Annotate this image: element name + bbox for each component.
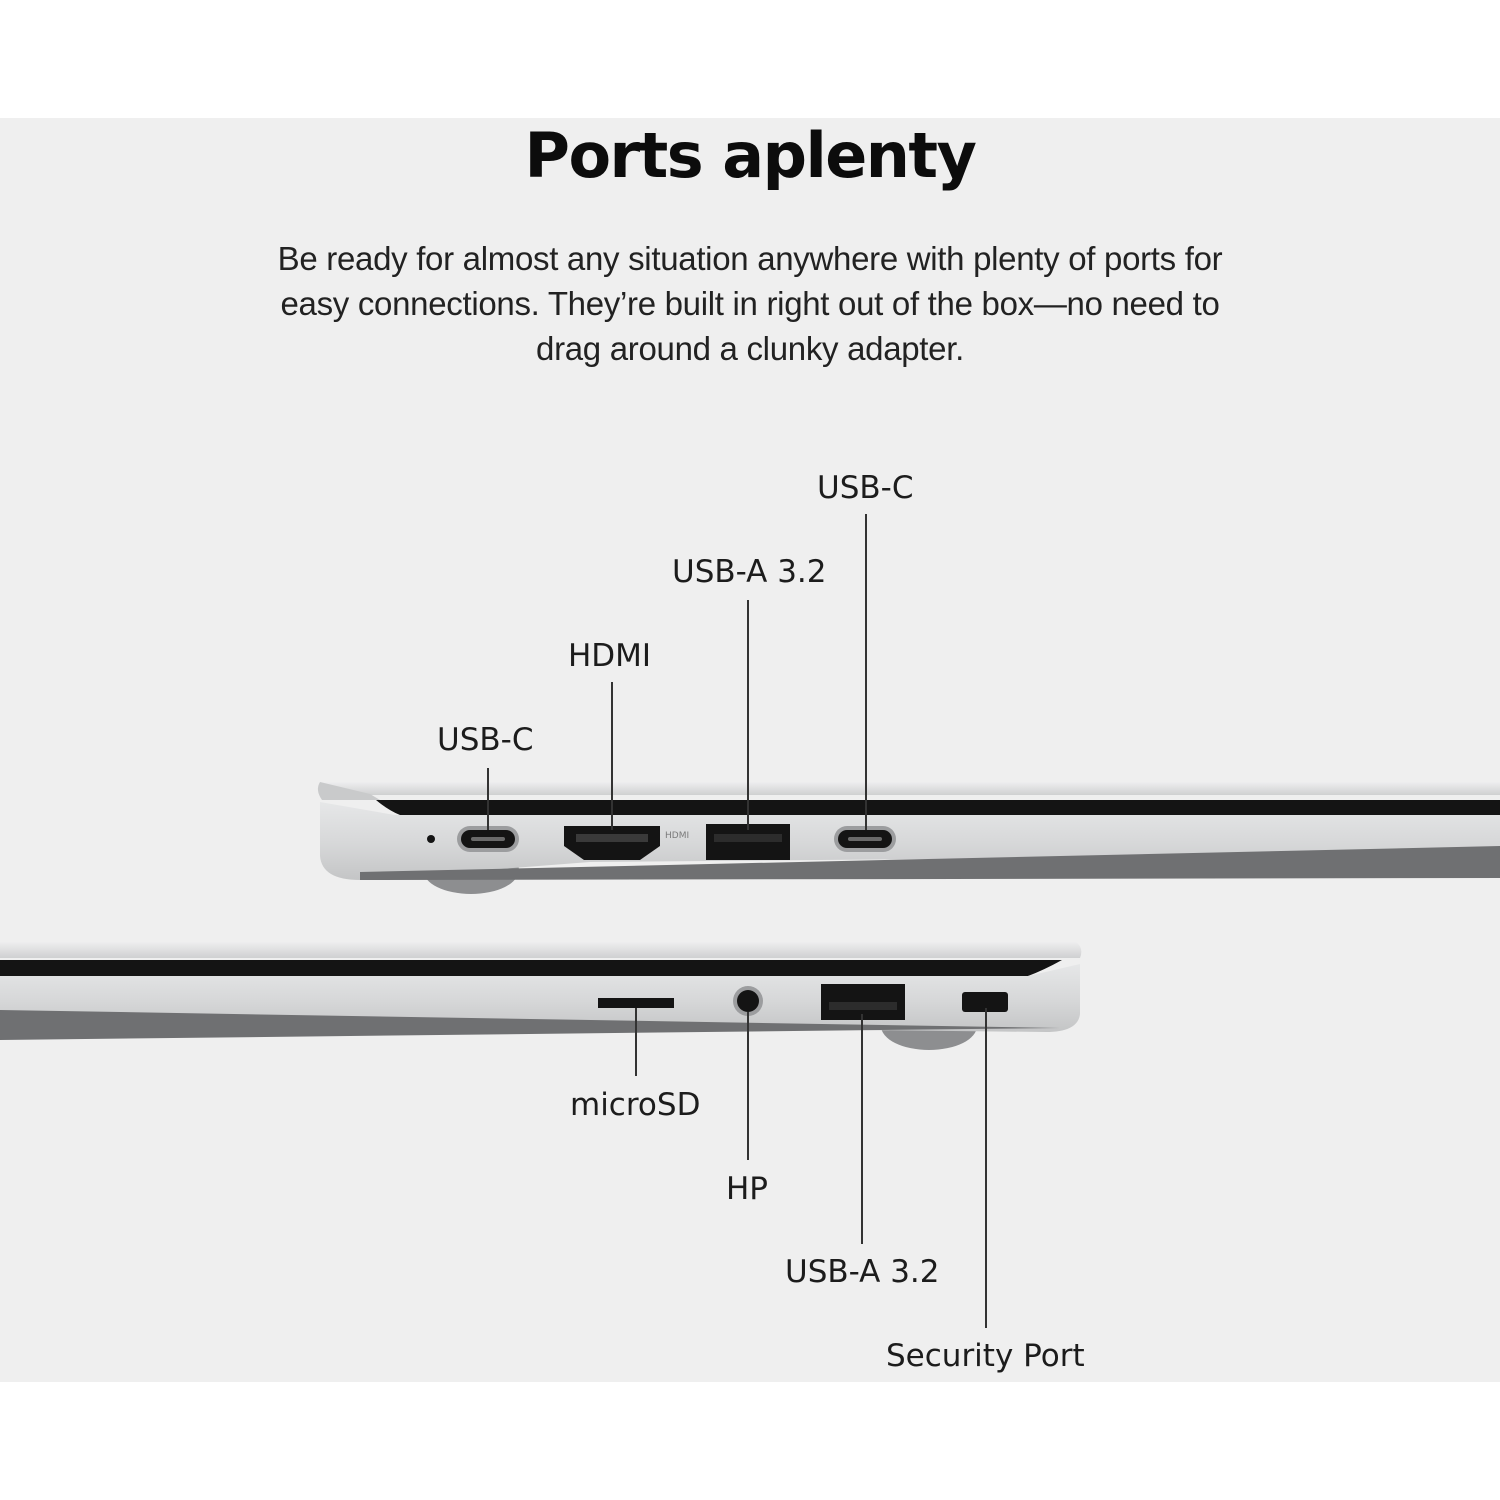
label-usb-c-left: USB-C [437,722,534,758]
headphone-jack [737,990,759,1012]
label-microsd: microSD [570,1087,701,1123]
laptop-right-side [0,942,1082,1328]
label-headphone: HP [726,1171,769,1207]
screen-gap [0,960,1062,976]
laptop-left-side: HDMI [317,514,1500,894]
hdmi-engraving: HDMI [665,831,689,841]
label-security-port: Security Port [886,1338,1085,1374]
base-shadow [360,846,1500,880]
label-usb-a-left: USB-A 3.2 [672,554,827,590]
status-led [427,835,435,843]
ports-banner: Ports aplenty Be ready for almost any si… [0,118,1500,1382]
security-slot [962,992,1008,1012]
base-shadow [0,1010,1060,1040]
laptop-side-views: HDMI [0,514,1500,1328]
label-hdmi: HDMI [568,638,652,674]
label-usb-a-right: USB-A 3.2 [785,1254,940,1290]
headline: Ports aplenty [524,119,977,192]
screen-gap [376,800,1500,815]
label-usb-c-right: USB-C [817,470,914,506]
hdmi-port [564,826,660,860]
microsd-slot [598,998,674,1008]
intro-paragraph: Be ready for almost any situation anywhe… [277,240,1223,367]
